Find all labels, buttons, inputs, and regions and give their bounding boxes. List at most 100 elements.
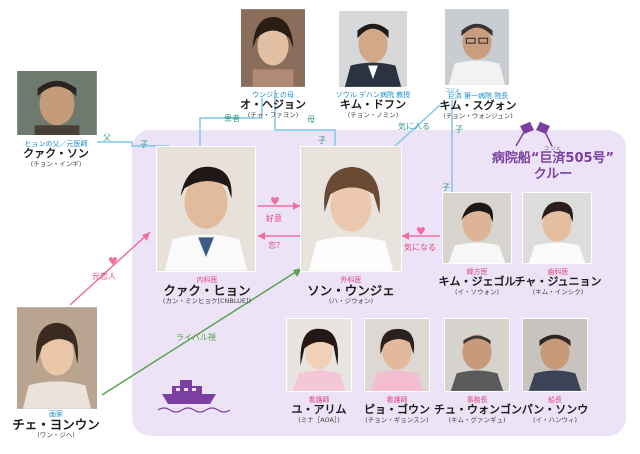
- label-kim-sugwan: 巨済 第一病院 院長 キム・スグォン (チョン・ウォンジュン): [426, 92, 530, 120]
- actor-pan-sonwu: (イ・ハンウィ): [532, 415, 578, 424]
- label-pan-sonwu: 船長 パン・ソンウ (イ・ハンウィ): [516, 396, 594, 424]
- arrow-rival: [293, 268, 302, 277]
- name-son-eunjae: ソン・ウンジェ: [307, 283, 395, 299]
- heart-favor-icon: ♥: [270, 195, 280, 208]
- actor-che-yonun: (ワン・ジヘ): [37, 431, 75, 440]
- role-ruby-kim-sugwan: コジェ: [445, 88, 461, 94]
- role-pyo-goun: 看護師: [386, 396, 408, 404]
- name-cha-junyon: チャ・ジュニョン: [514, 275, 602, 289]
- crew-title-line2: クルー: [533, 166, 573, 182]
- photo-cha-junyon: [522, 192, 592, 264]
- rel-patient: 患者: [224, 114, 240, 123]
- name-kim-jaegol: キム・ジェゴル: [438, 275, 516, 289]
- role-chu-wongon: 事務長: [466, 396, 488, 404]
- rel-noticed: 気に入る: [398, 122, 430, 131]
- role-kim-sugwan: 巨済 第一病院 院長: [447, 92, 509, 100]
- actor-park-hyun: (カン・ミンヒョク[CNBLUE]): [162, 297, 252, 306]
- rel-mother: 母: [307, 115, 315, 124]
- role-che-yonun: 画家: [49, 410, 63, 418]
- actor-yu-arim: (ミナ［AOA］): [298, 415, 340, 424]
- rel-curious: 気になる: [404, 243, 436, 252]
- name-chu-wongon: チュ・ウォンゴン: [434, 403, 522, 417]
- heart-ex-lover-icon: ♥: [108, 255, 118, 268]
- actor-kim-sugwan: (チョン・ウォンジュン): [443, 111, 513, 120]
- flags-icon: [515, 121, 553, 147]
- photo-chu-wongon: [444, 318, 510, 392]
- arrow-love: [258, 232, 265, 240]
- label-o-hyejin: ウンジェの母 オ・ヘジョン (チャ・ファヨン): [224, 91, 322, 119]
- role-son-eunjae: 外科医: [340, 276, 362, 284]
- rel-favor: 好意: [266, 214, 282, 223]
- actor-park-son: (チョン・インギ): [30, 159, 82, 168]
- name-o-hyejin: オ・ヘジョン: [240, 98, 306, 112]
- arrow-favor: [293, 202, 300, 210]
- photo-pan-sonwu: [522, 318, 588, 392]
- name-park-son: クァク・ソン: [23, 147, 89, 161]
- photo-park-son: [16, 70, 98, 136]
- rel-father-sugwan: 子: [455, 125, 463, 134]
- heart-curious-icon: ♥: [416, 225, 426, 238]
- rel-father: 父: [103, 133, 111, 142]
- role-o-hyejin: ウンジェの母: [252, 91, 294, 99]
- name-che-yonun: チェ・ヨンウン: [12, 417, 100, 433]
- photo-kim-dofun: [338, 10, 408, 88]
- actor-cha-junyon: (キム・インシク): [532, 287, 584, 296]
- name-park-hyun: クァク・ヒョン: [163, 283, 251, 299]
- name-yu-arim: ユ・アリム: [291, 403, 347, 417]
- name-pyo-goun: ピョ・ゴウン: [364, 403, 430, 417]
- label-chu-wongon: 事務長 チュ・ウォンゴン (キム・グァンギュ): [434, 396, 522, 424]
- line-ex-lover: [69, 231, 151, 306]
- label-cha-junyon: 歯科医 チャ・ジュニョン (キム・インシク): [514, 268, 602, 296]
- crew-title-line1: 病院船“巨済505号”: [491, 151, 615, 166]
- rel-child: 子: [140, 140, 148, 149]
- ship-icon: [157, 380, 231, 413]
- photo-son-eunjae: [300, 146, 402, 272]
- rel-ex-lover: 元恋人: [92, 272, 116, 281]
- role-cha-junyon: 歯科医: [547, 268, 569, 276]
- label-park-son: ヒョンの父／元医師 クァク・ソン (チョン・インギ): [0, 140, 112, 168]
- label-park-hyun: 内科医 クァク・ヒョン (カン・ミンヒョク[CNBLUE]): [142, 276, 272, 306]
- photo-yu-arim: [286, 318, 352, 392]
- actor-o-hyejin: (チャ・ファヨン): [247, 110, 299, 119]
- label-kim-dofun: ソウル デハン病院 教授 キム・ドフン (チョン・ノミン): [318, 91, 428, 119]
- role-kim-jaegol: 韓方医: [466, 268, 488, 276]
- label-pyo-goun: 看護師 ピョ・ゴウン (チョン・ギョンスン): [356, 396, 438, 424]
- role-park-son: ヒョンの父／元医師: [24, 140, 88, 148]
- rel-child-eunjae: 子: [318, 136, 326, 145]
- rel-rival: ライバル視: [176, 333, 216, 342]
- label-kim-jaegol: 韓方医 キム・ジェゴル (イ・ソウォン): [432, 268, 522, 296]
- role-park-hyun: 内科医: [196, 276, 218, 284]
- actor-chu-wongon: (キム・グァンギュ): [448, 415, 506, 424]
- label-yu-arim: 看護師 ユ・アリム (ミナ［AOA］): [280, 396, 358, 424]
- arrow-curious: [402, 232, 409, 240]
- name-pan-sonwu: パン・ソンウ: [521, 403, 589, 417]
- photo-pyo-goun: [364, 318, 430, 392]
- actor-kim-dofun: (チョン・ノミン): [347, 110, 399, 119]
- actor-son-eunjae: (ハ・ジウォン): [328, 297, 374, 306]
- rel-child-jaegol: 子: [442, 183, 450, 192]
- arrow-ex-lover: [142, 232, 150, 241]
- name-kim-dofun: キム・ドフン: [339, 98, 407, 112]
- role-kim-dofun: ソウル デハン病院 教授: [335, 91, 411, 99]
- actor-pyo-goun: (チョン・ギョンスン): [365, 415, 429, 424]
- line-mother-eunjae: [274, 90, 336, 146]
- photo-kim-sugwan: [444, 8, 510, 86]
- photo-che-yonun: [16, 306, 98, 410]
- crew-title: 病院船“巨済505号” クルー: [478, 151, 628, 182]
- photo-kim-jaegol: [442, 192, 512, 264]
- line-father-son: [97, 141, 170, 147]
- line-rival: [101, 267, 303, 396]
- label-che-yonun: 画家 チェ・ヨンウン (ワン・ジヘ): [0, 410, 112, 440]
- role-pan-sonwu: 船長: [548, 396, 562, 404]
- line-sugwan-eunjae: [394, 104, 441, 147]
- crew-title-ruby: コ ジェ: [544, 146, 561, 152]
- rel-love: 恋？: [268, 241, 284, 250]
- role-yu-arim: 看護師: [308, 396, 330, 404]
- label-son-eunjae: 外科医 ソン・ウンジェ (ハ・ジウォン): [290, 276, 412, 306]
- name-kim-sugwan: キム・スグォン: [439, 99, 517, 113]
- line-patient-hyun: [199, 98, 263, 146]
- actor-kim-jaegol: (イ・ソウォン): [454, 287, 500, 296]
- photo-park-hyun: [156, 146, 256, 272]
- photo-o-hyejin: [240, 8, 306, 88]
